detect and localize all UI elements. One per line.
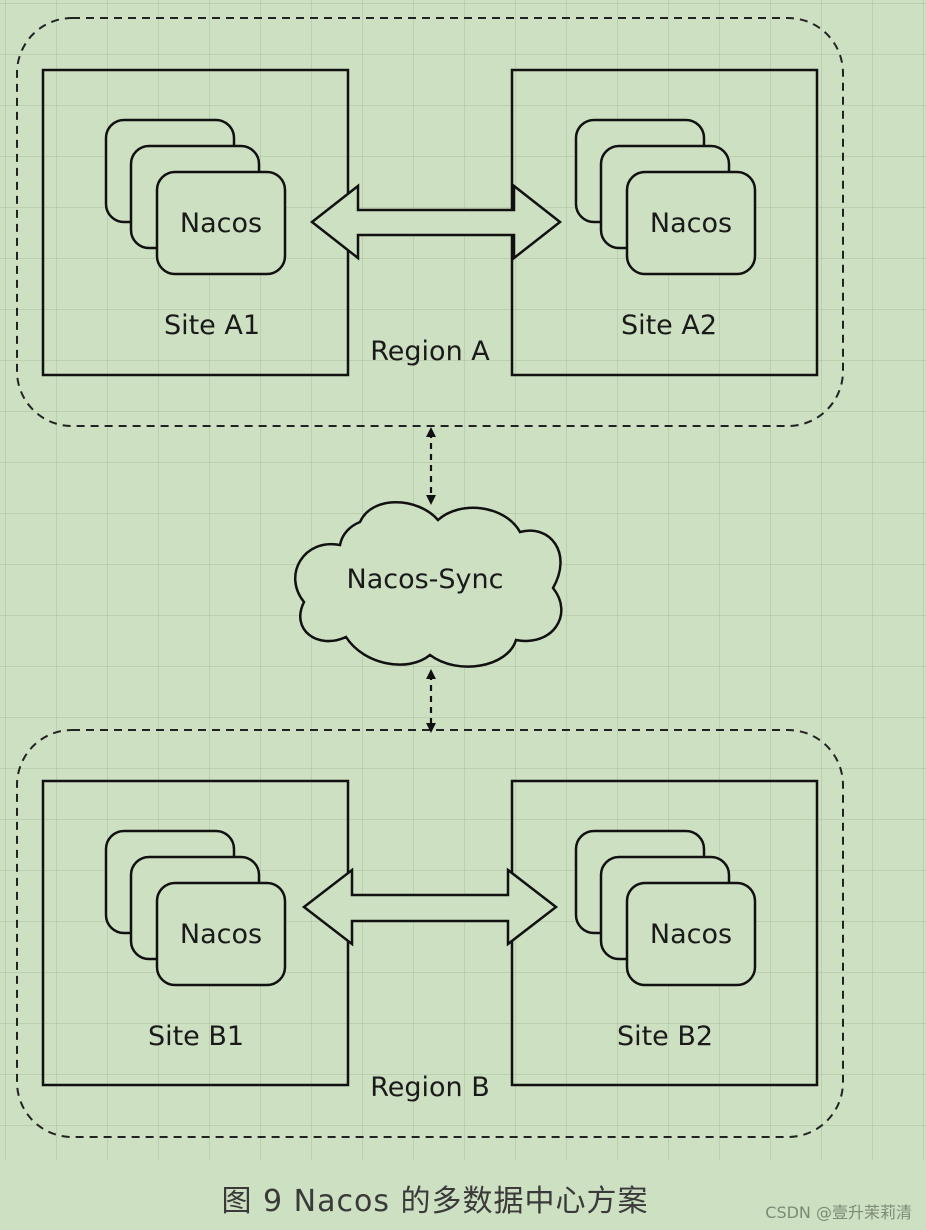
figure-caption: 图 9 Nacos 的多数据中心方案	[221, 1184, 649, 1219]
region-b-label: Region B	[370, 1072, 490, 1103]
nacos-label-b1: Nacos	[180, 919, 262, 950]
nacos-label-a1: Nacos	[180, 208, 262, 239]
watermark: CSDN @壹升茉莉清	[765, 1203, 912, 1222]
site-b2: Nacos Site B2	[510, 779, 819, 1087]
region-a: Nacos Site A1 Nacos Site A2 Region A	[16, 17, 844, 427]
diagram-canvas: Nacos Site A1 Nacos Site A2 Region A Nac…	[0, 0, 926, 1160]
nacos-node-b2	[625, 881, 757, 987]
nacos-node-b1	[155, 881, 287, 987]
cloud-shape	[293, 501, 563, 668]
site-a1: Nacos Site A1	[41, 68, 350, 377]
site-a1-label: Site A1	[164, 310, 260, 341]
region-b-boundary	[16, 729, 844, 1138]
site-b1-label: Site B1	[148, 1021, 244, 1052]
nacos-cluster-b2: Nacos	[574, 829, 757, 987]
site-b1: Nacos Site B1	[41, 779, 350, 1087]
double-arrow-b	[301, 867, 559, 947]
nacos-node-a1	[155, 170, 287, 276]
nacos-cluster-a1: Nacos	[104, 118, 287, 276]
region-a-boundary	[16, 17, 844, 427]
nacos-sync-label: Nacos-Sync	[347, 564, 504, 595]
double-arrow-a	[309, 183, 563, 261]
nacos-cluster-b1: Nacos	[104, 829, 287, 987]
nacos-node-a2	[625, 170, 757, 276]
site-a2-label: Site A2	[621, 310, 717, 341]
region-b: Nacos Site B1 Nacos Site B2 Region B	[16, 729, 844, 1138]
nacos-cluster-a2: Nacos	[574, 118, 757, 276]
site-b2-label: Site B2	[617, 1021, 713, 1052]
region-a-label: Region A	[370, 336, 490, 367]
nacos-sync-cloud: Nacos-Sync	[293, 501, 563, 668]
nacos-label-a2: Nacos	[650, 208, 732, 239]
nacos-label-b2: Nacos	[650, 919, 732, 950]
